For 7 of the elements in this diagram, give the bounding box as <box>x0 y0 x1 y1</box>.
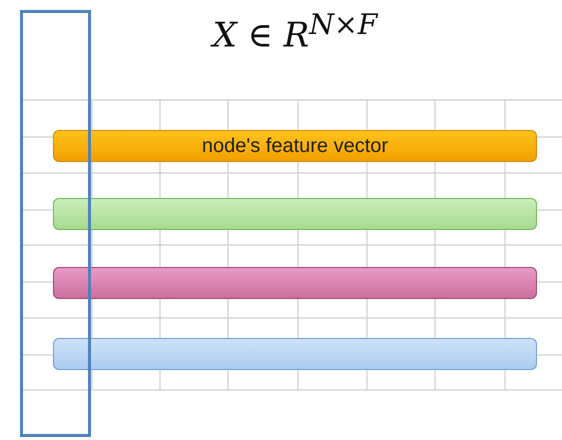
matrix-formula: X ∈ R$^{N×F}$ <box>210 8 380 56</box>
feature-bar <box>53 130 537 162</box>
feature-bar <box>53 267 537 299</box>
column-outline <box>20 10 91 437</box>
feature-bar <box>53 338 537 370</box>
bar-label: node's feature vector <box>202 134 388 158</box>
feature-bar <box>53 198 537 230</box>
